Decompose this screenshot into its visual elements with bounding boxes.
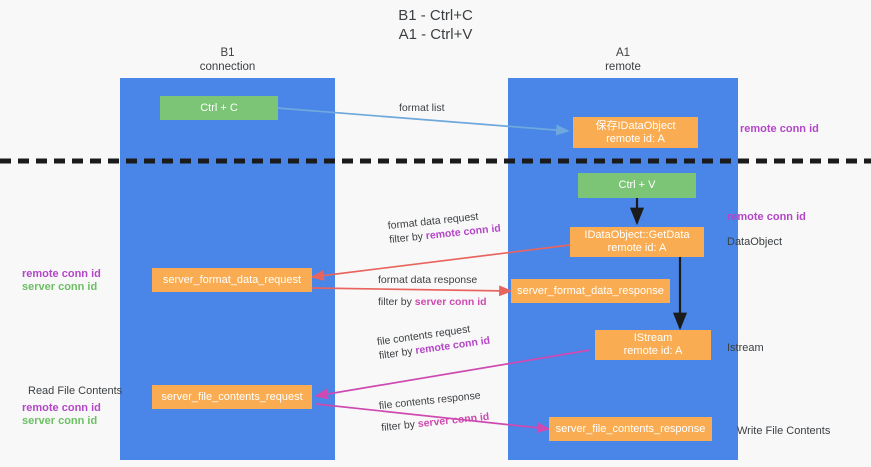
node-save-idataobject-line1: 保存IDataObject bbox=[595, 119, 676, 132]
node-server-format-data-response[interactable]: server_format_data_response bbox=[511, 279, 670, 303]
annotation-left-server-conn-id-2: server conn id bbox=[22, 415, 98, 427]
edge-label-format-data-response-prefix: filter by bbox=[378, 296, 415, 308]
edge-label-format-data-response-line2: filter by server conn id bbox=[378, 295, 487, 309]
node-istream[interactable]: IStream remote id: A bbox=[595, 330, 711, 360]
annotation-right-remote-conn-id-mid: remote conn id bbox=[727, 211, 806, 223]
node-save-idataobject-line2: remote id: A bbox=[606, 132, 665, 145]
node-ctrl-v-label: Ctrl + V bbox=[618, 179, 656, 191]
edge-label-file-contents-response-prefix: filter by bbox=[380, 418, 419, 435]
column-header-b1-sub: connection bbox=[199, 61, 256, 73]
node-idataobject-getdata-line1: IDataObject::GetData bbox=[584, 229, 690, 241]
edge-label-format-data-response: format data response filter by server co… bbox=[378, 273, 487, 309]
edge-label-format-data-request: format data request filter by remote con… bbox=[387, 207, 501, 247]
edge-label-file-contents-response-line2: filter by server conn id bbox=[381, 410, 490, 435]
node-idataobject-getdata-line2: remote id: A bbox=[607, 242, 667, 254]
column-header-b1-name: B1 bbox=[220, 47, 235, 59]
column-header-a1: A1 remote bbox=[508, 46, 738, 74]
edge-label-format-list-text: format list bbox=[399, 102, 445, 114]
node-server-file-contents-request-label: server_file_contents_request bbox=[161, 390, 303, 403]
annotation-right-remote-conn-id-top: remote conn id bbox=[740, 123, 819, 135]
edge-label-format-list: format list bbox=[399, 101, 445, 115]
node-ctrl-c-label: Ctrl + C bbox=[200, 101, 238, 114]
edge-label-file-contents-request-prefix: filter by bbox=[378, 345, 417, 363]
annotation-right-istream: Istream bbox=[727, 342, 764, 354]
edge-label-file-contents-response-highlight: server conn id bbox=[417, 410, 490, 431]
annotation-left-server-conn-id-1: server conn id bbox=[22, 281, 98, 293]
edge-label-format-data-response-highlight: server conn id bbox=[414, 296, 487, 308]
title-line-2: A1 - Ctrl+V bbox=[398, 26, 473, 43]
edge-label-file-contents-response: file contents response filter by server … bbox=[378, 388, 490, 435]
node-istream-line2: remote id: A bbox=[623, 345, 683, 357]
edge-label-file-contents-response-line1: file contents response bbox=[378, 389, 482, 413]
annotation-right-dataobject: DataObject bbox=[727, 236, 783, 248]
node-server-file-contents-request[interactable]: server_file_contents_request bbox=[152, 385, 312, 409]
title-line-1: B1 - Ctrl+C bbox=[398, 7, 473, 24]
node-istream-line1: IStream bbox=[633, 332, 673, 344]
annotation-left-remote-conn-id-2: remote conn id bbox=[22, 402, 101, 414]
edge-label-file-contents-request: file contents request filter by remote c… bbox=[376, 320, 491, 363]
node-idataobject-getdata[interactable]: IDataObject::GetData remote id: A bbox=[570, 227, 704, 257]
node-ctrl-c[interactable]: Ctrl + C bbox=[160, 96, 278, 120]
annotation-left-read-file-contents: Read File Contents bbox=[28, 385, 123, 397]
annotation-right-write-file-contents: Write File Contents bbox=[737, 425, 831, 437]
annotation-left-remote-conn-id-1: remote conn id bbox=[22, 268, 101, 280]
node-server-file-contents-response[interactable]: server_file_contents_response bbox=[549, 417, 712, 441]
edge-label-format-data-request-prefix: filter by bbox=[388, 230, 427, 247]
column-header-b1: B1 connection bbox=[120, 46, 335, 74]
diagram-title: B1 - Ctrl+C A1 - Ctrl+V bbox=[0, 6, 871, 44]
node-ctrl-v[interactable]: Ctrl + V bbox=[578, 173, 696, 198]
node-server-format-data-request-label: server_format_data_request bbox=[162, 273, 302, 286]
node-server-format-data-response-label: server_format_data_response bbox=[517, 284, 664, 297]
column-header-a1-sub: remote bbox=[605, 61, 641, 73]
node-server-format-data-request[interactable]: server_format_data_request bbox=[152, 268, 312, 292]
node-save-idataobject[interactable]: 保存IDataObject remote id: A bbox=[573, 117, 698, 148]
column-header-a1-name: A1 bbox=[615, 47, 631, 59]
edge-label-format-data-response-line1: format data response bbox=[378, 274, 478, 286]
node-server-file-contents-response-label: server_file_contents_response bbox=[555, 422, 706, 435]
